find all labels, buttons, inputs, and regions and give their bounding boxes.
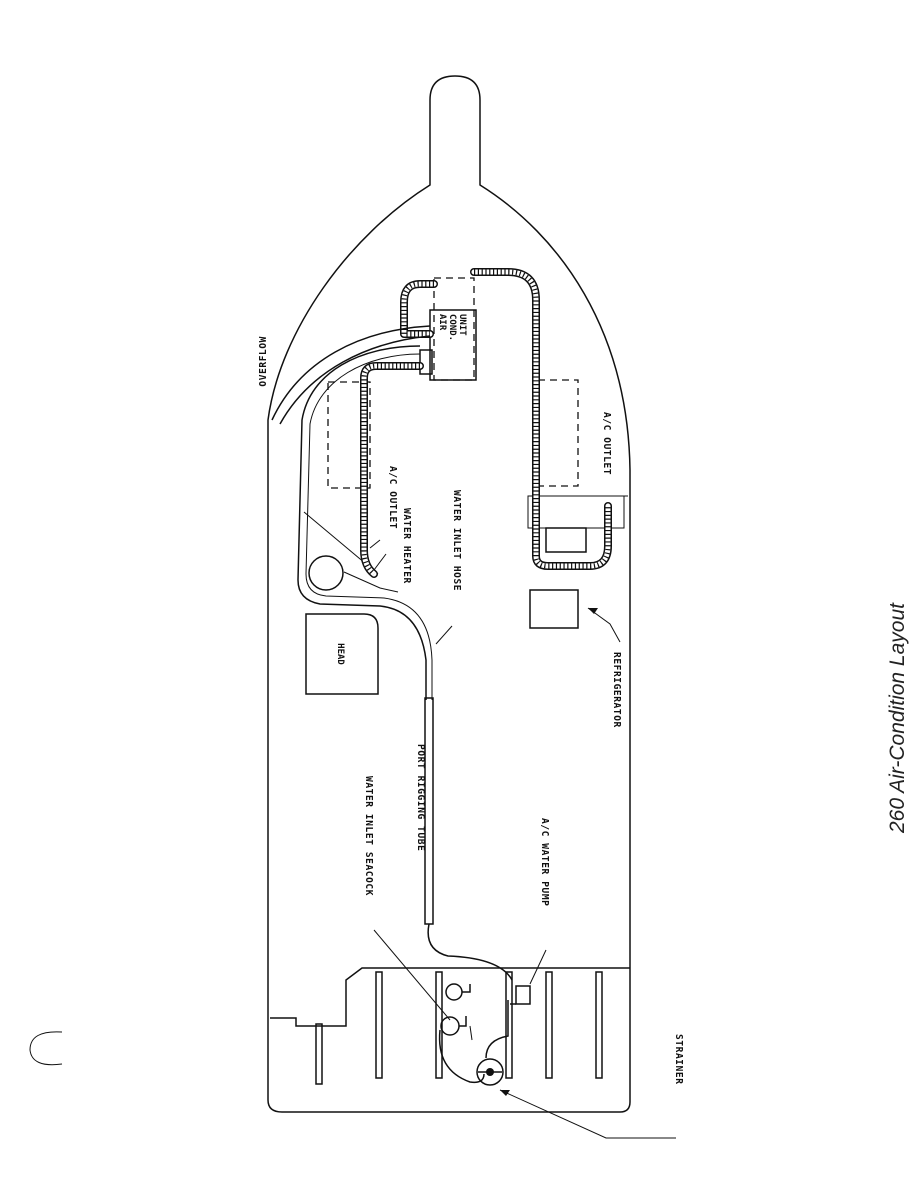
transom-step — [270, 967, 630, 1027]
overflow-lines — [271, 325, 431, 425]
scan-mark — [29, 1031, 63, 1066]
overflow-label: OVERFLOW — [258, 336, 269, 387]
hull-outline — [267, 75, 631, 1113]
water-heater-tank — [308, 555, 344, 591]
svg-text:COND.: COND. — [447, 314, 457, 341]
strainer-assembly — [476, 1000, 509, 1086]
strainer-label: STRAINER — [673, 1034, 684, 1085]
starboard-ac-outlet-box — [537, 379, 579, 487]
water-inlet-hose-label: WATER INLET HOSE — [451, 490, 462, 591]
head-label: HEAD — [335, 643, 345, 665]
port-ac-outlet-box — [327, 381, 371, 489]
page-title: 260 Air-Condition Layout — [886, 602, 909, 834]
air-cond-unit-body — [429, 309, 477, 381]
refrigerator-label: REFRIGERATOR — [611, 652, 622, 728]
port-ac-outlet-label: A/C OUTLET — [387, 466, 398, 529]
ac-water-pump — [510, 985, 531, 1005]
svg-text:UNIT: UNIT — [457, 314, 467, 336]
svg-text:AIR: AIR — [437, 314, 447, 331]
starboard-ac-outlet-label: A/C OUTLET — [601, 412, 612, 475]
raw-water-line — [427, 923, 513, 981]
air-cond-unit-label: AIR COND. UNIT — [437, 314, 467, 341]
head-compartment — [305, 613, 379, 695]
water-heater-label: WATER HEATER — [401, 508, 412, 584]
starboard-outlet-grille — [545, 527, 587, 553]
port-rigging-tube-label: PORT RIGGING TUBE — [415, 744, 426, 851]
leader-lines — [343, 539, 676, 1139]
ac-water-pump-label: A/C WATER PUMP — [539, 818, 550, 906]
water-inlet-hose-line — [297, 345, 433, 700]
water-inlet-seacock-label: WATER INLET SEACOCK — [363, 776, 374, 896]
seacock-assembly — [438, 983, 485, 1084]
stringers — [315, 971, 603, 1085]
ac-ducting — [360, 268, 612, 578]
refrigerator-box — [529, 589, 579, 629]
